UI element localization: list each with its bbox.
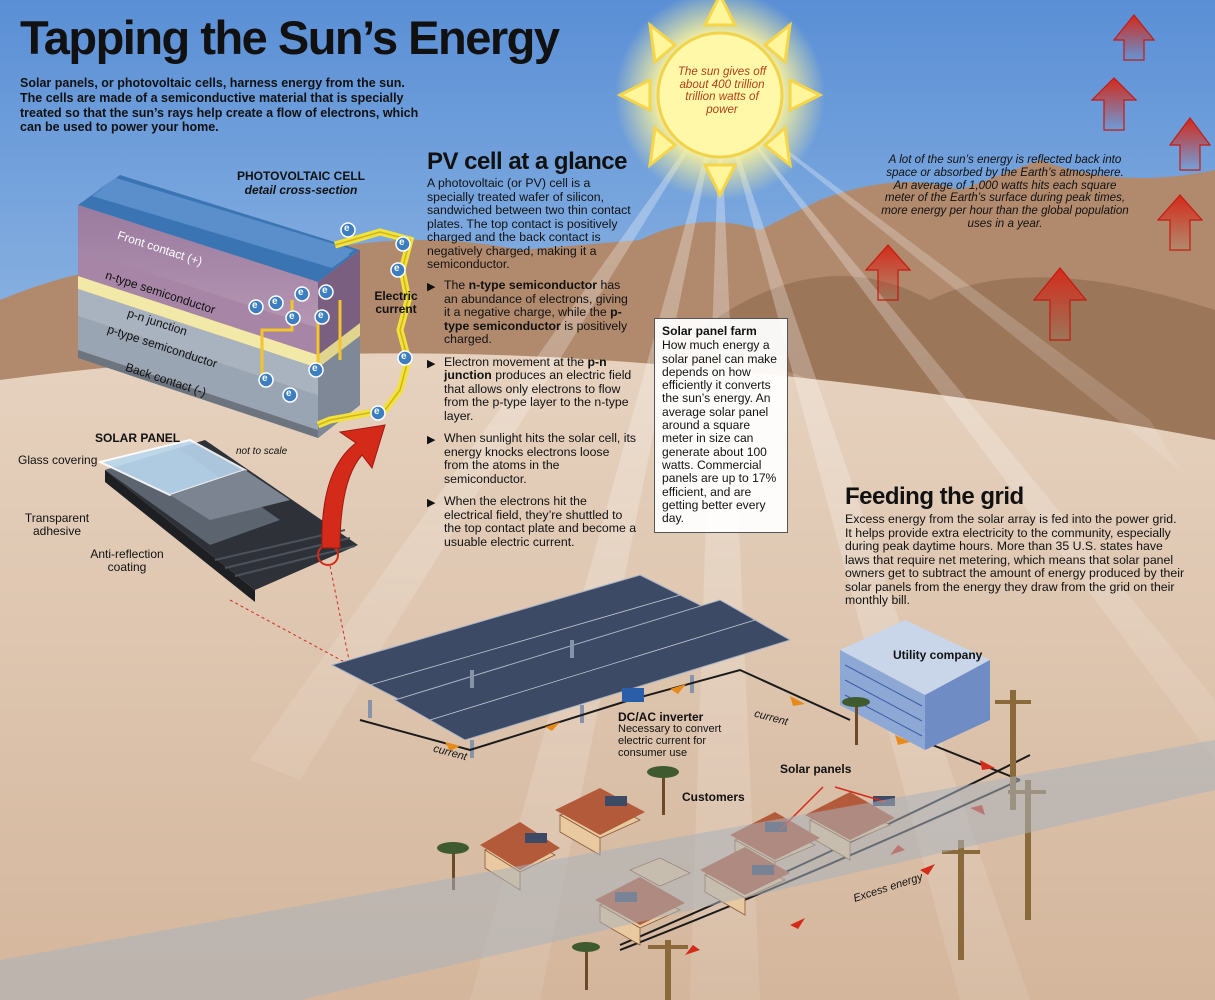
reflected-heat-arrows xyxy=(864,14,1212,341)
electron-e: e xyxy=(298,287,304,298)
intro-text: Solar panels, or photovoltaic cells, har… xyxy=(20,76,419,135)
solar-panels-label: Solar panels xyxy=(780,762,852,776)
pv-glance-title: PV cell at a glance xyxy=(427,148,627,175)
solar-panel-heading: SOLAR PANEL xyxy=(95,431,181,445)
electron-e: e xyxy=(272,296,278,307)
solar-farm-heading: Solar panel farm xyxy=(662,324,757,338)
sun-callout: The sun gives off about 400 trillion tri… xyxy=(677,65,767,116)
electron-e: e xyxy=(289,311,295,322)
pv-cell-heading: PHOTOVOLTAIC CELL detail cross-section xyxy=(216,169,386,198)
pv-bullet: ▶Electron movement at the p-n junction p… xyxy=(427,354,632,423)
reflection-note: A lot of the sun’s energy is reflected b… xyxy=(881,153,1129,230)
electron-e: e xyxy=(312,363,318,374)
bullet-arrow-icon: ▶ xyxy=(427,281,436,293)
label-transparent-adhesive: Transparent adhesive xyxy=(24,511,90,539)
electric-current-label: Electric current xyxy=(374,289,418,317)
bullet-arrow-icon: ▶ xyxy=(427,357,436,370)
label-anti-reflection: Anti-reflection coating xyxy=(90,547,164,575)
bullet-arrow-icon: ▶ xyxy=(427,434,436,447)
not-to-scale-note: not to scale xyxy=(236,446,288,457)
pv-bullet: ▶When the electrons hit the electrical f… xyxy=(427,494,637,549)
electron-e: e xyxy=(318,310,324,321)
electron-e: e xyxy=(399,237,405,248)
customers-label: Customers xyxy=(682,790,745,804)
pv-bullet: ▶The n-type semiconductor has an abundan… xyxy=(427,278,628,347)
sun xyxy=(615,0,825,200)
pv-cell-heading-sub: detail cross-section xyxy=(244,182,358,197)
utility-label: Utility company xyxy=(893,648,983,662)
flow-arrows xyxy=(445,684,910,751)
solar-panel-diagram xyxy=(97,424,386,666)
label-glass-covering: Glass covering xyxy=(18,453,98,467)
pv-bullet: ▶When sunlight hits the solar cell, its … xyxy=(427,431,637,486)
bullet-arrow-icon: ▶ xyxy=(427,497,436,510)
inverter-note: Necessary to convert electric current fo… xyxy=(618,723,722,760)
solar-farm-body: How much energy a solar panel can make d… xyxy=(662,338,777,526)
solar-farm xyxy=(330,574,792,758)
electron-e: e xyxy=(394,263,400,274)
pv-cell-diagram xyxy=(78,175,415,438)
palm-trees xyxy=(437,697,870,990)
electron-e: e xyxy=(322,285,328,296)
solar-farm-callout: Solar panel farm How much energy a solar… xyxy=(654,318,788,533)
electron-e: e xyxy=(401,351,407,362)
inverter-label: DC/AC inverter xyxy=(618,710,704,724)
grid-body: Excess energy from the solar array is fe… xyxy=(845,512,1185,608)
pv-glance-body: A photovoltaic (or PV) cell is a special… xyxy=(427,176,631,272)
road xyxy=(0,740,1215,1000)
utility-building xyxy=(840,620,990,750)
grid-title: Feeding the grid xyxy=(845,483,1024,510)
page-title: Tapping the Sun’s Energy xyxy=(20,11,560,64)
electron-e: e xyxy=(374,406,380,417)
electron-e: e xyxy=(286,388,292,399)
pv-glance-bullets: ▶The n-type semiconductor has an abundan… xyxy=(427,278,637,558)
electron-e: e xyxy=(262,373,268,384)
electron-e: e xyxy=(344,223,350,234)
inverter-box xyxy=(622,688,644,702)
pv-cell-heading-main: PHOTOVOLTAIC CELL xyxy=(237,169,365,183)
electron-e: e xyxy=(252,300,258,311)
